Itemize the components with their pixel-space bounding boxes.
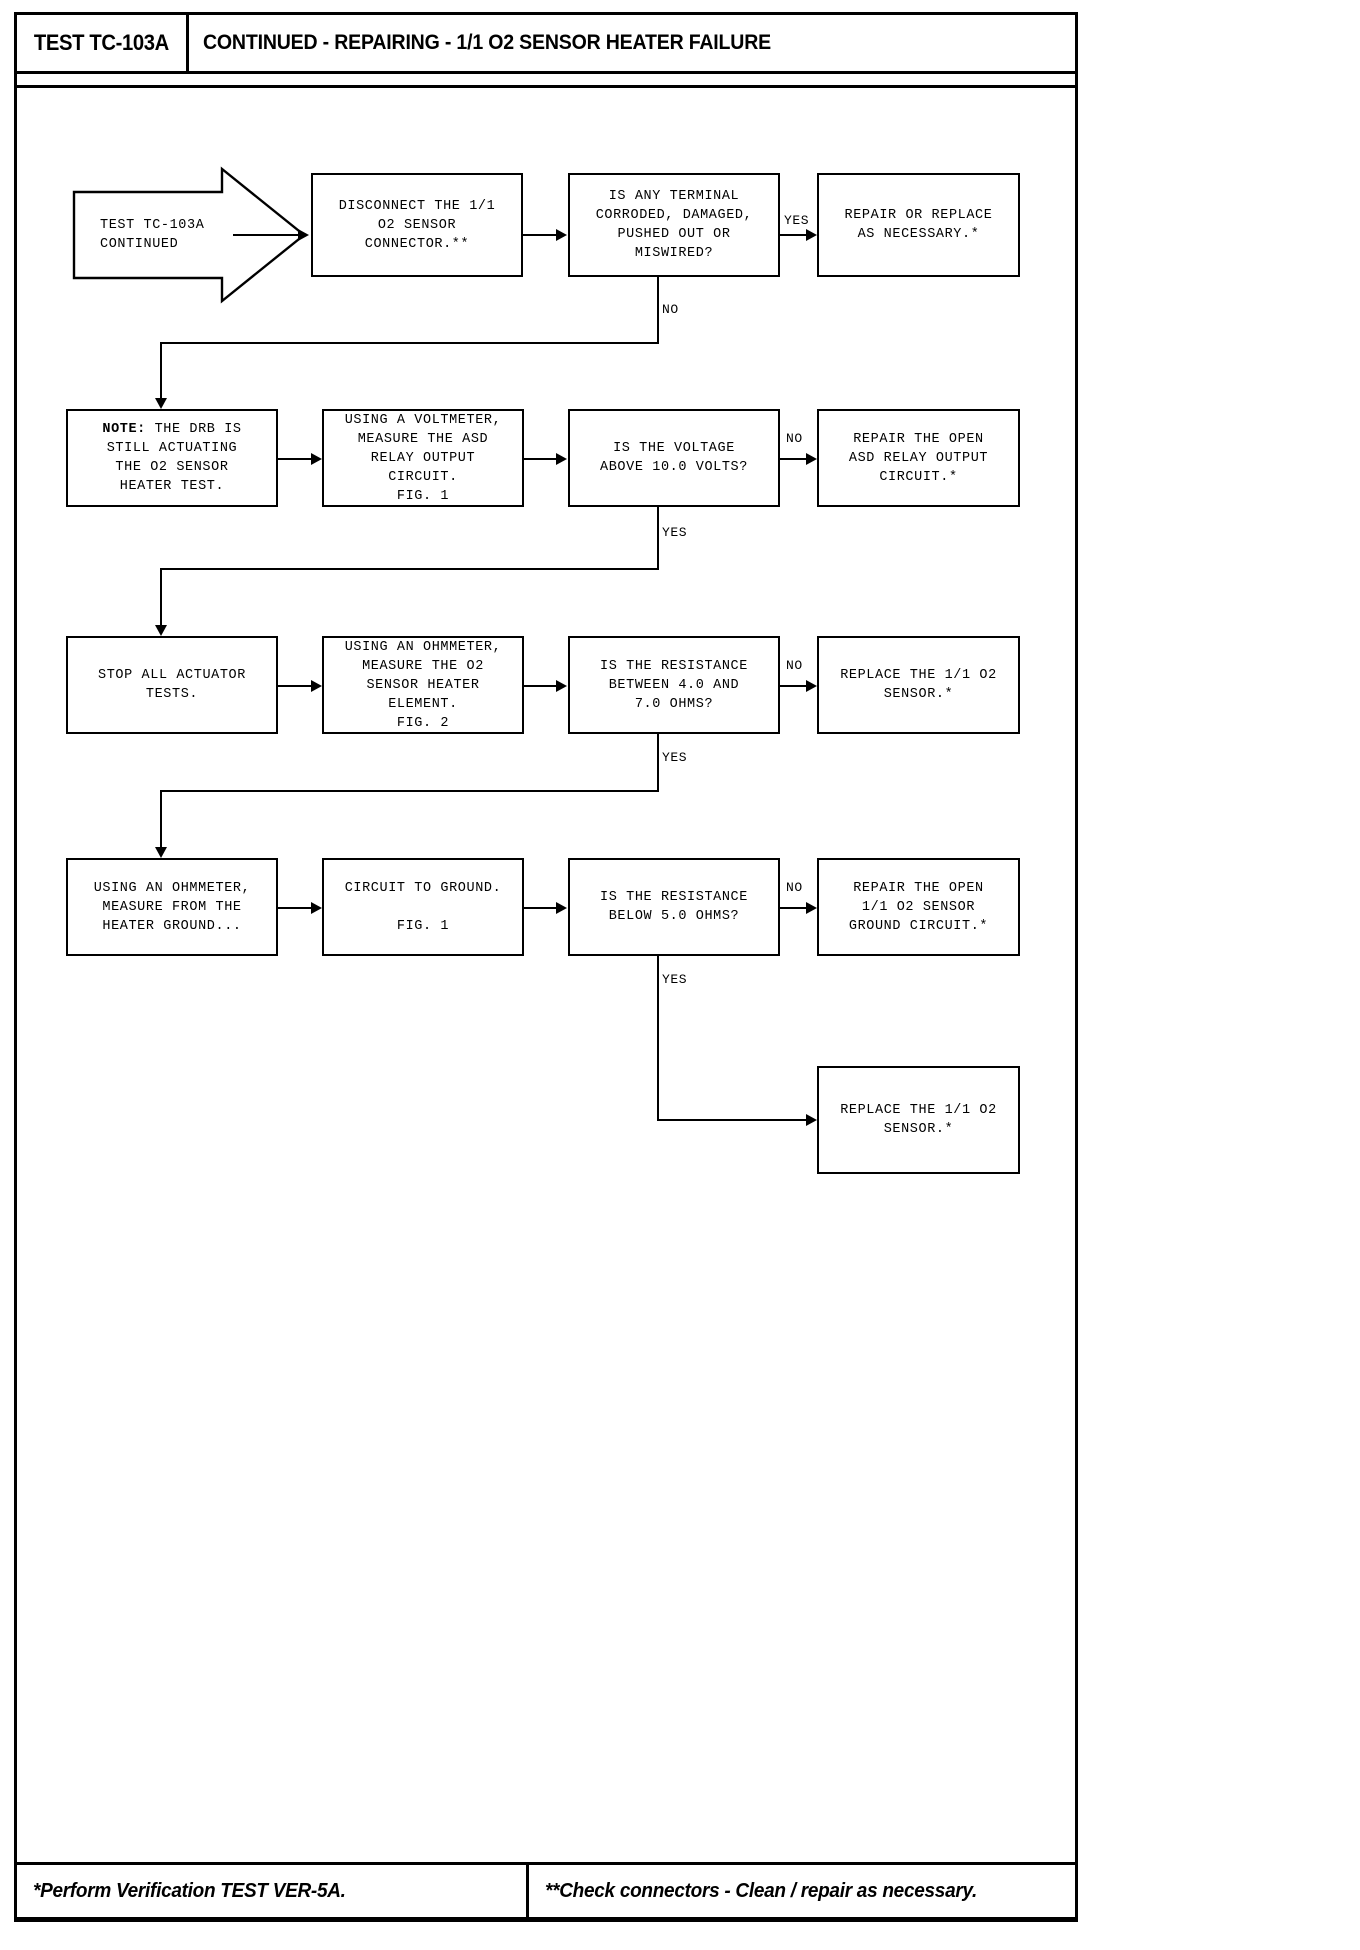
box-disconnect-connector: DISCONNECT THE 1/1 O2 SENSOR CONNECTOR.*… [311, 173, 523, 277]
edge-label-row4-no: NO [786, 880, 803, 895]
connector-decision1-yes [780, 234, 814, 236]
start-shape-label: TEST TC-103A CONTINUED [100, 218, 205, 252]
arrowhead-heater-ground-to-circuit [311, 902, 322, 914]
connector-decision2-yes-down [657, 507, 659, 569]
arrowhead-decision3-no [806, 680, 817, 692]
header-test-tag: TEST TC-103A [17, 15, 189, 71]
edge-label-row1-yes: YES [784, 213, 810, 228]
box-repair-or-replace-text: REPAIR OR REPLACE AS NECESSARY.* [844, 208, 993, 242]
header-divider [14, 85, 1078, 88]
connector-decision2-yes-left [160, 568, 659, 570]
footer-cell-right: **Check connectors - Clean / repair as n… [529, 1865, 1075, 1917]
edge-label-row4-yes: YES [662, 972, 688, 987]
header-test-tag-label: TEST TC-103A [33, 30, 170, 55]
connector-ohmmeter-to-decision3 [524, 685, 556, 687]
edge-label-row2-no: NO [786, 431, 803, 446]
connector-decision2-yes-to-stop-tests [160, 568, 162, 630]
arrowhead-stop-tests-to-ohmmeter [311, 680, 322, 692]
connector-start-to-disconnect [233, 234, 298, 236]
box-decision-terminal-condition: IS ANY TERMINAL CORRODED, DAMAGED, PUSHE… [568, 173, 780, 277]
box-measure-heater-ground-text: USING AN OHMMETER, MEASURE FROM THE HEAT… [93, 880, 251, 934]
edge-label-row1-no: NO [662, 302, 679, 317]
connector-decision1-no-to-note [160, 342, 162, 403]
note-lead-label: NOTE: [102, 422, 146, 437]
box-replace-o2-sensor-final-text: REPLACE THE 1/1 O2 SENSOR.* [840, 1103, 997, 1137]
connector-heater-ground-to-circuit [278, 907, 311, 909]
box-decision-resistance-below-5: IS THE RESISTANCE BELOW 5.0 OHMS? [568, 858, 780, 956]
arrowhead-disconnect-to-decision1 [556, 229, 567, 241]
start-shape-outline [72, 166, 306, 304]
box-stop-all-actuator-tests: STOP ALL ACTUATOR TESTS. [66, 636, 278, 734]
connector-voltmeter-to-decision2 [524, 458, 556, 460]
box-note-drb-actuating: NOTE: THE DRB IS STILL ACTUATING THE O2 … [66, 409, 278, 507]
box-replace-o2-sensor-final: REPLACE THE 1/1 O2 SENSOR.* [817, 1066, 1020, 1174]
connector-decision4-yes-right [657, 1119, 814, 1121]
connector-decision1-no-left [160, 342, 659, 344]
connector-disconnect-to-decision1 [523, 234, 556, 236]
arrowhead-decision3-yes-to-ground-test [155, 847, 167, 858]
box-decision-resistance-below-5-text: IS THE RESISTANCE BELOW 5.0 OHMS? [600, 890, 748, 924]
note-body-label: THE DRB IS STILL ACTUATING THE O2 SENSOR… [106, 422, 242, 494]
edge-label-row3-no: NO [786, 658, 803, 673]
box-repair-ground-circuit: REPAIR THE OPEN 1/1 O2 SENSOR GROUND CIR… [817, 858, 1020, 956]
edge-label-row3-yes: YES [662, 750, 688, 765]
box-decision-voltage-above-10: IS THE VOLTAGE ABOVE 10.0 VOLTS? [568, 409, 780, 507]
connector-decision2-no [780, 458, 814, 460]
arrowhead-decision4-no [806, 902, 817, 914]
connector-decision3-yes-to-ground-test [160, 790, 162, 852]
box-stop-all-actuator-tests-text: STOP ALL ACTUATOR TESTS. [98, 668, 246, 702]
arrowhead-circuit-to-decision4 [556, 902, 567, 914]
box-decision-terminal-condition-text: IS ANY TERMINAL CORRODED, DAMAGED, PUSHE… [595, 189, 753, 261]
box-note-drb-actuating-text: NOTE: THE DRB IS STILL ACTUATING THE O2 … [102, 420, 241, 496]
box-decision-resistance-4-to-7-text: IS THE RESISTANCE BETWEEN 4.0 AND 7.0 OH… [600, 658, 748, 712]
box-decision-resistance-4-to-7: IS THE RESISTANCE BETWEEN 4.0 AND 7.0 OH… [568, 636, 780, 734]
header-band: TEST TC-103A CONTINUED - REPAIRING - 1/1… [14, 12, 1078, 74]
footer-left-note: *Perform Verification TEST VER-5A. [33, 1879, 346, 1902]
arrowhead-decision1-yes [806, 229, 817, 241]
connector-note-to-voltmeter [278, 458, 311, 460]
header-title: CONTINUED - REPAIRING - 1/1 O2 SENSOR HE… [203, 15, 814, 71]
arrowhead-decision4-yes-to-replace [806, 1114, 817, 1126]
box-circuit-to-ground: CIRCUIT TO GROUND. FIG. 1 [322, 858, 524, 956]
arrowhead-start-to-disconnect [298, 229, 309, 241]
box-repair-or-replace: REPAIR OR REPLACE AS NECESSARY.* [817, 173, 1020, 277]
connector-stop-tests-to-ohmmeter [278, 685, 311, 687]
box-repair-ground-circuit-text: REPAIR THE OPEN 1/1 O2 SENSOR GROUND CIR… [848, 880, 989, 934]
box-measure-heater-element-text: USING AN OHMMETER, MEASURE THE O2 SENSOR… [344, 639, 502, 731]
connector-decision3-yes-down [657, 734, 659, 792]
box-repair-asd-relay-circuit-text: REPAIR THE OPEN ASD RELAY OUTPUT CIRCUIT… [848, 431, 989, 485]
footer-band: *Perform Verification TEST VER-5A. **Che… [14, 1862, 1078, 1920]
footer-right-note: **Check connectors - Clean / repair as n… [545, 1879, 978, 1902]
edge-label-row2-yes: YES [662, 525, 688, 540]
box-decision-voltage-above-10-text: IS THE VOLTAGE ABOVE 10.0 VOLTS? [600, 441, 748, 475]
arrowhead-decision2-yes-to-stop-tests [155, 625, 167, 636]
box-replace-o2-sensor-row3: REPLACE THE 1/1 O2 SENSOR.* [817, 636, 1020, 734]
connector-decision4-no [780, 907, 814, 909]
box-circuit-to-ground-text: CIRCUIT TO GROUND. FIG. 1 [344, 880, 502, 934]
arrowhead-ohmmeter-to-decision3 [556, 680, 567, 692]
connector-decision3-yes-left [160, 790, 659, 792]
connector-decision3-no [780, 685, 814, 687]
box-measure-asd-relay-output: USING A VOLTMETER, MEASURE THE ASD RELAY… [322, 409, 524, 507]
arrowhead-decision2-no [806, 453, 817, 465]
box-disconnect-connector-text: DISCONNECT THE 1/1 O2 SENSOR CONNECTOR.*… [338, 198, 496, 252]
connector-decision1-no-down [657, 277, 659, 343]
arrowhead-voltmeter-to-decision2 [556, 453, 567, 465]
arrowhead-decision1-no-to-note [155, 398, 167, 409]
box-repair-asd-relay-circuit: REPAIR THE OPEN ASD RELAY OUTPUT CIRCUIT… [817, 409, 1020, 507]
header-title-label: CONTINUED - REPAIRING - 1/1 O2 SENSOR HE… [203, 31, 771, 54]
connector-decision4-yes-down [657, 956, 659, 1121]
footer-cell-left: *Perform Verification TEST VER-5A. [17, 1865, 529, 1917]
start-shape: TEST TC-103A CONTINUED [72, 166, 306, 304]
box-measure-heater-element: USING AN OHMMETER, MEASURE THE O2 SENSOR… [322, 636, 524, 734]
arrowhead-note-to-voltmeter [311, 453, 322, 465]
box-replace-o2-sensor-row3-text: REPLACE THE 1/1 O2 SENSOR.* [840, 668, 997, 702]
connector-circuit-to-decision4 [524, 907, 556, 909]
box-measure-asd-relay-output-text: USING A VOLTMETER, MEASURE THE ASD RELAY… [344, 412, 502, 504]
box-measure-heater-ground: USING AN OHMMETER, MEASURE FROM THE HEAT… [66, 858, 278, 956]
